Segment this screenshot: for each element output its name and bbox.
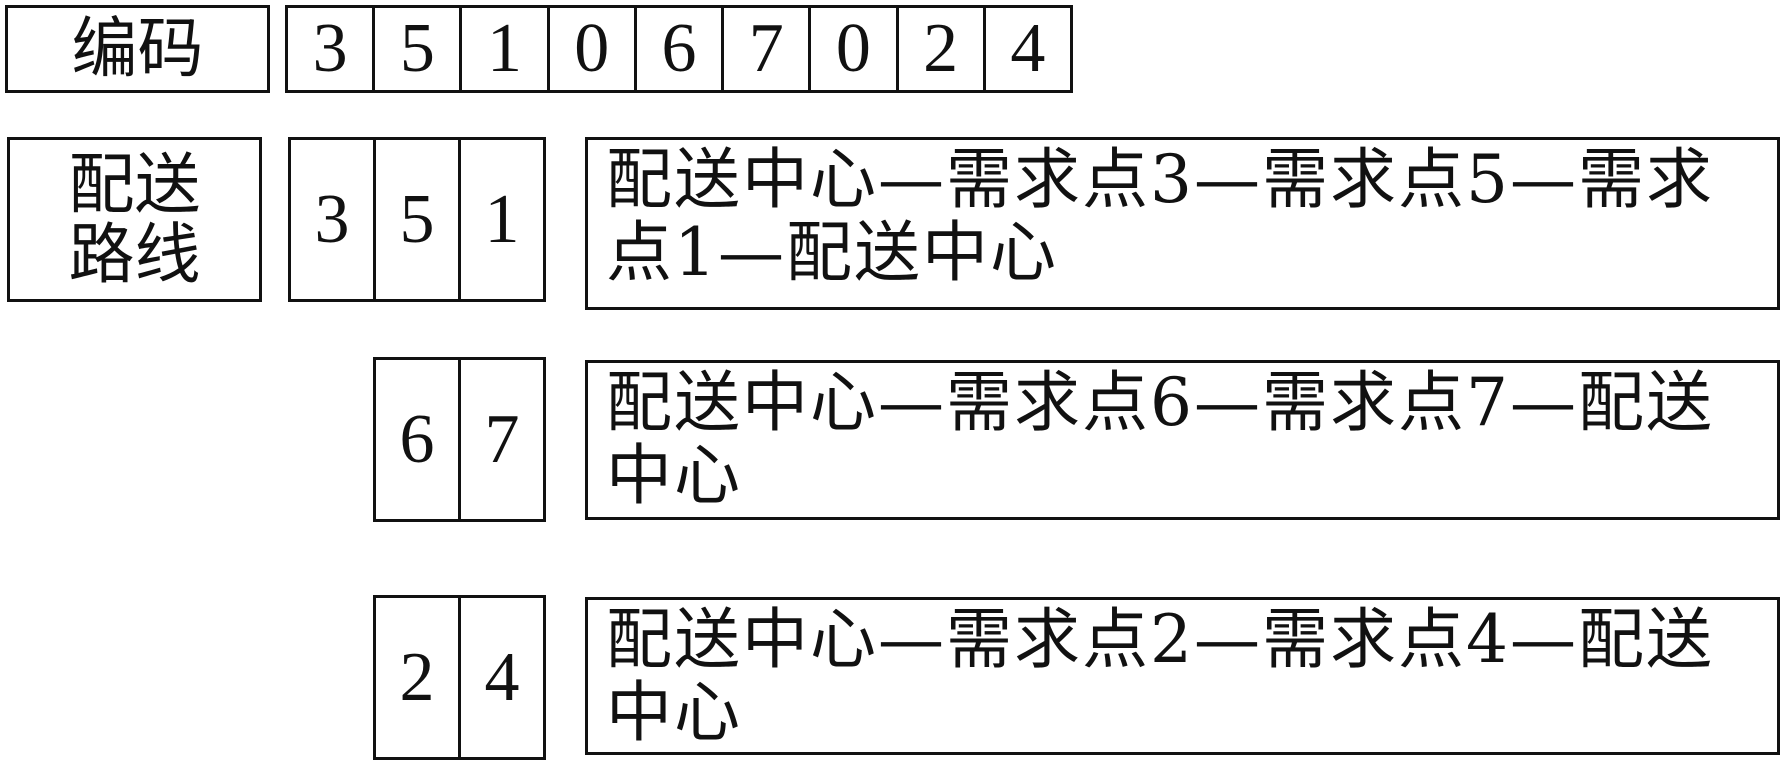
- route-label-line1: 配送: [68, 146, 201, 224]
- route-node: 2: [376, 598, 461, 757]
- route-label-box: 配送 路线: [7, 137, 262, 302]
- encoding-label-box: 编码: [5, 5, 270, 93]
- encoding-sequence: 3 5 1 0 6 7 0 2 4: [285, 5, 1073, 93]
- encoding-label: 编码: [71, 10, 204, 88]
- encoding-digit: 1: [462, 8, 550, 90]
- encoding-digit: 3: [288, 8, 376, 90]
- encoding-digit: 6: [637, 8, 725, 90]
- route-node: 4: [484, 638, 520, 716]
- encoding-digit: 4: [1010, 10, 1046, 87]
- route-node: 1: [484, 180, 520, 258]
- route-node: 3: [291, 140, 376, 299]
- route-node: 6: [376, 360, 461, 519]
- route-3-path: 配送中心—需求点2—需求点4—配送中心: [585, 597, 1780, 755]
- route-label-line2: 路线: [68, 215, 201, 293]
- route-2-nodes: 6 7: [373, 357, 546, 522]
- route-1-nodes: 3 5 1: [288, 137, 546, 302]
- route-1-path: 配送中心—需求点3—需求点5—需求点1—配送中心: [585, 137, 1780, 310]
- encoding-digit: 5: [375, 8, 463, 90]
- route-node: 5: [376, 140, 461, 299]
- encoding-digit: 2: [899, 8, 986, 90]
- route-3-nodes: 2 4: [373, 595, 546, 760]
- encoding-digit: 7: [724, 8, 812, 90]
- encoding-digit: 0: [811, 8, 899, 90]
- route-node: 7: [484, 400, 520, 478]
- route-2-path: 配送中心—需求点6—需求点7—配送中心: [585, 360, 1780, 520]
- encoding-digit: 0: [550, 8, 637, 90]
